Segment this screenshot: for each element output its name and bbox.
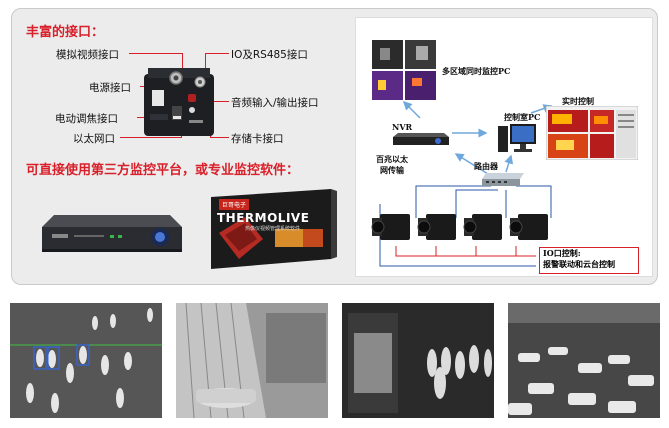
label-audio: 音频输入/输出接口 <box>231 97 319 109</box>
monitor-thumbnails <box>372 40 436 100</box>
interfaces-panel: 丰富的接口： 模拟视频接口 电源接口 电动调焦接口 以太网口 IO及RS485接… <box>11 8 658 285</box>
control-pc-icon <box>498 124 536 152</box>
realtime-screen <box>546 106 638 160</box>
software-box: 巨哥电子 THERMOLIVE 热像仪视频管理系统软件 <box>205 187 339 273</box>
router-icon <box>482 173 524 186</box>
label-ethernet-2: 网传输 <box>380 165 404 175</box>
label-multi-monitor: 多区域同时监控PC <box>442 66 511 76</box>
software-product: THERMOLIVE <box>217 211 310 225</box>
label-ethernet-1: 百兆以太 <box>376 154 408 164</box>
camera-back-image <box>144 68 214 136</box>
nvr-icon <box>393 133 449 145</box>
thermal-photo-traffic <box>508 303 660 418</box>
nvr-device-image <box>42 215 182 252</box>
label-focus: 电动调焦接口 <box>55 113 118 125</box>
software-brand: 巨哥电子 <box>219 199 250 210</box>
io-desc: 报警联动和云台控制 <box>543 259 615 269</box>
label-control-pc: 控制室PC <box>504 112 541 122</box>
label-io-rs485: IO及RS485接口 <box>231 49 308 61</box>
camera-row <box>371 214 548 240</box>
io-control-box: IO口控制: 报警联动和云台控制 <box>539 247 639 274</box>
io-title: IO口控制: <box>543 248 581 258</box>
network-diagram: 多区域同时监控PC NVR <box>355 17 653 277</box>
software-subtitle: 热像仪视频管理系统软件 <box>245 226 301 232</box>
label-nvr: NVR <box>392 122 413 132</box>
diagram-arrows <box>379 100 553 267</box>
label-realtime: 实时控制 <box>562 96 594 106</box>
label-analog-video: 模拟视频接口 <box>56 49 119 61</box>
thermal-photo-station <box>342 303 494 418</box>
interfaces-title: 丰富的接口： <box>26 25 105 40</box>
label-storage: 存储卡接口 <box>231 133 284 145</box>
label-ethernet: 以太网口 <box>73 133 115 145</box>
thermal-photo-building <box>176 303 328 418</box>
platform-title: 可直接使用第三方监控平台，或专业监控软件： <box>26 163 300 178</box>
label-power: 电源接口 <box>89 82 131 94</box>
thermal-photo-people-detection <box>10 303 162 418</box>
label-router: 路由器 <box>474 161 498 171</box>
